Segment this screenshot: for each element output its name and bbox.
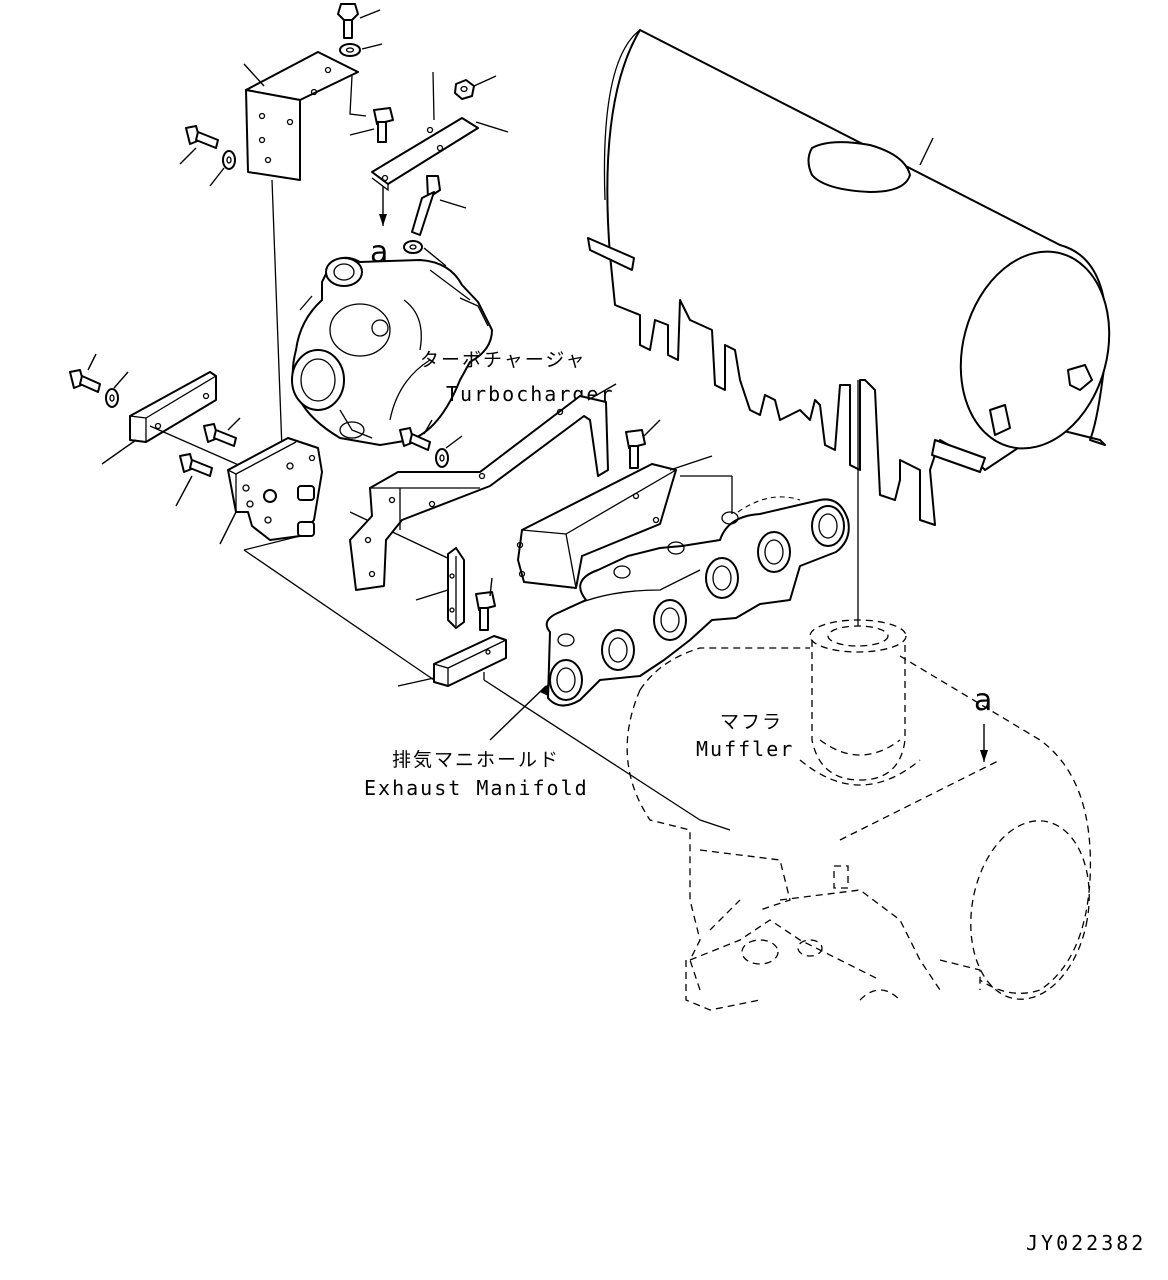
left-strip-bracket: [101, 371, 217, 465]
long-mounting-bracket: [349, 383, 617, 591]
bolt-icon: [625, 419, 661, 469]
drawing-code: JY022382: [1026, 1231, 1146, 1255]
exhaust-manifold: [489, 496, 850, 741]
manifold-bracket: [516, 455, 713, 589]
bolt-icon: [349, 107, 394, 143]
bolt-icon: [337, 3, 381, 39]
bolt-icon: [475, 577, 496, 631]
turbocharger: [291, 256, 493, 446]
washer-icon: [105, 371, 129, 408]
upper-plate-bracket: [349, 71, 509, 192]
washer-icon: [339, 43, 383, 57]
turbo-support-bracket: [219, 437, 323, 545]
stud-icon: [411, 175, 467, 236]
washer-icon: [403, 240, 447, 267]
reference-mark-a-right: a: [974, 683, 992, 762]
washer-icon: [435, 435, 463, 468]
bolt-icon: [175, 453, 213, 507]
bolt-icon: [203, 417, 241, 447]
nut-icon: [454, 75, 497, 100]
bolt-icon: [179, 125, 219, 165]
turbocharger-label-jp: ターボチャージャ: [420, 349, 586, 371]
reference-mark-a-top: a: [370, 186, 388, 270]
exhaust-manifold-label-jp: 排気マニホールド: [392, 749, 560, 771]
muffler-label-en: Muffler: [696, 737, 794, 761]
reference-label-a-right: a: [974, 683, 992, 718]
small-spacer-block: [415, 547, 465, 629]
bolt-icon: [69, 353, 101, 393]
washer-icon: [209, 150, 236, 187]
muffler: [626, 619, 1092, 1011]
exhaust-manifold-label-en: Exhaust Manifold: [364, 776, 589, 800]
muffler-heat-shield: [587, 29, 1111, 526]
upper-bracket: [243, 51, 359, 181]
small-spacer-block: [397, 635, 507, 687]
bolt-icon: [399, 419, 433, 451]
muffler-label-jp: マフラ: [720, 711, 783, 733]
